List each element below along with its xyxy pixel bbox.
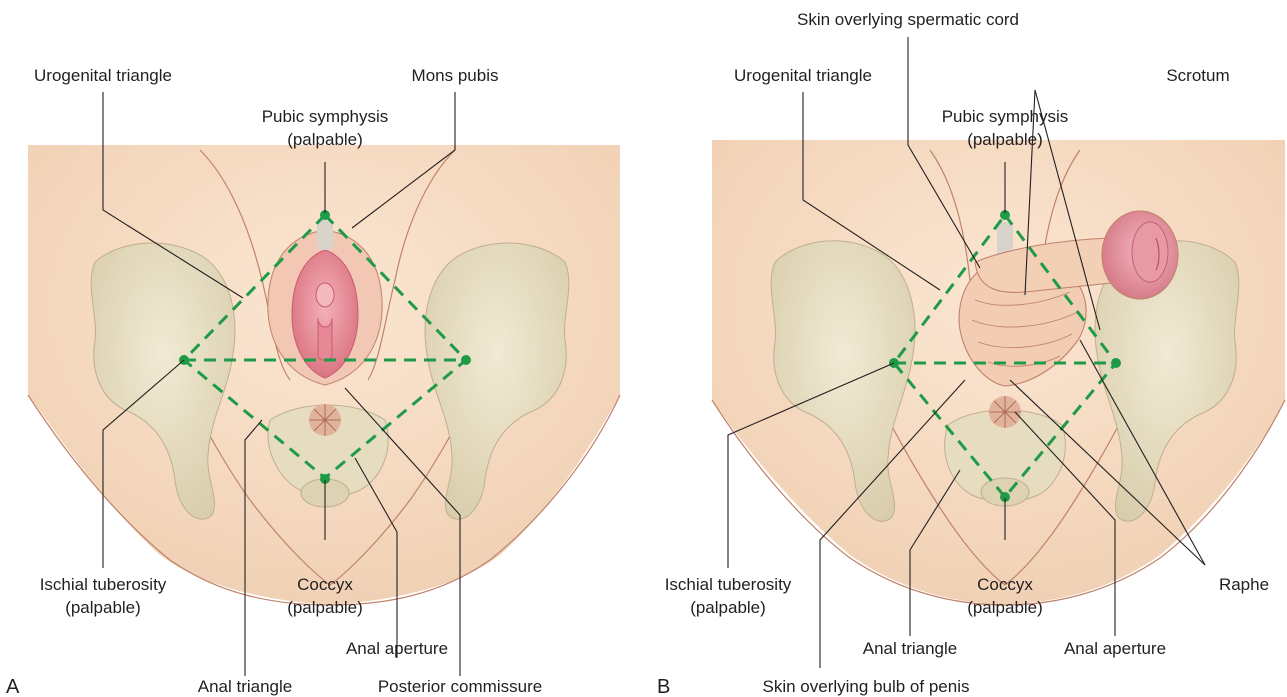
label-coccyx-a: Coccyx	[297, 575, 353, 594]
label-coccyx-a-palpable: (palpable)	[287, 598, 363, 617]
label-ischial-tuberosity-b: Ischial tuberosity	[665, 575, 792, 594]
label-skin-bulb-penis: Skin overlying bulb of penis	[763, 677, 970, 696]
label-ischial-tuberosity-a: Ischial tuberosity	[40, 575, 167, 594]
label-raphe: Raphe	[1219, 575, 1269, 594]
label-ischial-tuberosity-a-palpable: (palpable)	[65, 598, 141, 617]
label-scrotum: Scrotum	[1166, 66, 1229, 85]
label-coccyx-b: Coccyx	[977, 575, 1033, 594]
label-pubic-symphysis-b: Pubic symphysis	[942, 107, 1069, 126]
label-urogenital-triangle-a: Urogenital triangle	[34, 66, 172, 85]
label-anal-aperture-a: Anal aperture	[346, 639, 448, 658]
label-pubic-symphysis-a-palpable: (palpable)	[287, 130, 363, 149]
label-urogenital-triangle-b: Urogenital triangle	[734, 66, 872, 85]
panel-b: Skin overlying spermatic cord Urogenital…	[657, 10, 1285, 697]
label-pubic-symphysis-b-palpable: (palpable)	[967, 130, 1043, 149]
label-pubic-symphysis-a: Pubic symphysis	[262, 107, 389, 126]
panel-letter-b: B	[657, 676, 670, 697]
panel-letter-a: A	[6, 676, 20, 697]
label-posterior-commissure: Posterior commissure	[378, 677, 542, 696]
label-anal-triangle-b: Anal triangle	[863, 639, 958, 658]
label-coccyx-b-palpable: (palpable)	[967, 598, 1043, 617]
label-ischial-tuberosity-b-palpable: (palpable)	[690, 598, 766, 617]
label-skin-spermatic-cord: Skin overlying spermatic cord	[797, 10, 1019, 29]
label-anal-aperture-b: Anal aperture	[1064, 639, 1166, 658]
label-mons-pubis: Mons pubis	[412, 66, 499, 85]
panel-a: Urogenital triangle Mons pubis Pubic sym…	[6, 66, 620, 697]
label-anal-triangle-a: Anal triangle	[198, 677, 293, 696]
